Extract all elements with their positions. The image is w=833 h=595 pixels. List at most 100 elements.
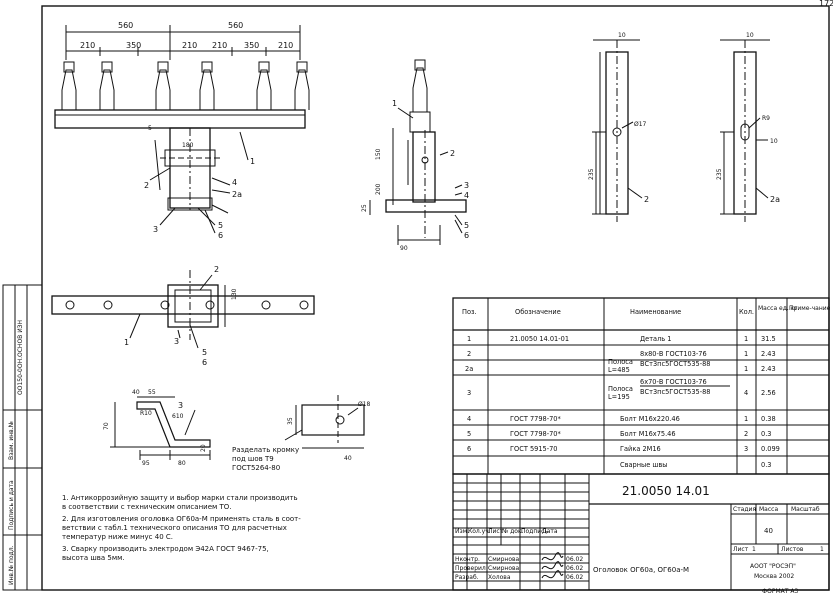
dim-560-a: 560 [118, 21, 133, 30]
tb-header-izm: Изм. [455, 528, 469, 535]
svg-text:3: 3 [744, 445, 748, 453]
svg-text:температур ниже минус 40 С.: температур ниже минус 40 С. [62, 533, 173, 541]
svg-text:1. Антикоррозийную защиту и в: 1. Антикоррозийную защиту и выбор марки … [62, 494, 298, 502]
format-label: ФОРМАТ А3 [762, 588, 798, 595]
signature-3 [541, 570, 564, 579]
svg-text:5: 5 [467, 430, 471, 438]
svg-text:3. Сварку производить электро: 3. Сварку производить электродом Э42А ГО… [62, 545, 269, 553]
svg-text:2.43: 2.43 [761, 350, 776, 358]
strip-label-replace: Взам. инв.№ [8, 421, 15, 460]
svg-text:06.02: 06.02 [566, 556, 583, 563]
stage-label: Стадия [733, 506, 756, 513]
plan-view [51, 270, 315, 349]
side-callout-4: 4 [464, 191, 469, 200]
part3-note-3: ГОСТ5264-80 [232, 464, 280, 472]
svg-text:4: 4 [467, 415, 471, 423]
table-row: Сварные швы 0.3 [620, 461, 772, 469]
signature-2 [541, 561, 564, 570]
plan-callout-2: 2 [214, 265, 219, 274]
svg-text:2. Для изготовления оголовка: 2. Для изготовления оголовка ОГ60а-М при… [62, 515, 301, 523]
tb-header-doc: № док. [502, 528, 524, 535]
plate2-callout: 2 [644, 195, 649, 204]
svg-text:в соответствии с техническим о: в соответствии с техническим описанием Т… [62, 503, 232, 511]
plate-views [592, 39, 770, 222]
dim-210-c: 210 [212, 41, 227, 50]
th-designation: Обозначение [515, 308, 561, 316]
spec-table [452, 297, 830, 475]
svg-text:ветствии с табл.1 технического: ветствии с табл.1 технического описания … [62, 524, 287, 532]
svg-text:06.02: 06.02 [566, 574, 583, 581]
svg-text:Холова: Холова [488, 574, 511, 581]
plate2a-dim-10: 10 [746, 32, 754, 39]
left-strip: Инв.№ подл. Подпись и дата Взам. инв.№ О… [2, 284, 43, 591]
general-notes: 1. Антикоррозийную защиту и выбор марки … [62, 494, 301, 562]
scale-label: Масштаб [791, 506, 820, 513]
svg-text:6: 6 [467, 445, 471, 453]
callout-2a: 2а [232, 190, 242, 199]
side-callout-3: 3 [464, 181, 469, 190]
table-row: 5 ГОСТ 7798-70* Болт М16х75.46 2 0.3 [467, 430, 772, 438]
drawing-title: Оголовок ОГ60а, ОГ60а-М [593, 566, 689, 574]
plate2a-dim-r9: R9 [762, 115, 770, 122]
plate2-dim-235: 235 [588, 168, 595, 180]
plate2-dim-d17: Ø17 [634, 121, 647, 128]
svg-text:Сварные швы: Сварные швы [620, 461, 668, 469]
page-number: 172 [819, 0, 833, 8]
side-callout-5: 5 [464, 221, 469, 230]
svg-text:Нконтр.: Нконтр. [455, 556, 480, 563]
org-line-1: АООТ "РОСЭП" [750, 563, 796, 570]
svg-text:1: 1 [467, 335, 471, 343]
th-qty: Кол. [739, 308, 754, 316]
side-view [369, 59, 467, 245]
dim-210-b: 210 [182, 41, 197, 50]
front-view [54, 25, 310, 234]
svg-text:2.56: 2.56 [761, 389, 776, 397]
part3-dim-70: 70 [103, 422, 110, 430]
th-name: Наименование [630, 308, 681, 316]
group2-length: L=195 [608, 393, 630, 401]
svg-text:06.02: 06.02 [566, 565, 583, 572]
svg-text:высота шва 5мм.: высота шва 5мм. [62, 554, 125, 562]
group1-line1: 8х80-В ГОСТ103-76 [640, 350, 707, 358]
svg-text:2: 2 [467, 350, 471, 358]
svg-text:1: 1 [744, 335, 748, 343]
mass-label: Масса [759, 506, 778, 513]
svg-text:Разраб.: Разраб. [455, 574, 479, 581]
sheets-value: 1 [820, 546, 824, 553]
svg-text:Проверил: Проверил [455, 565, 486, 572]
dim-5: 5 [148, 125, 152, 132]
part3-view [110, 395, 365, 460]
svg-text:2: 2 [744, 430, 748, 438]
th-note: Приме-чание [789, 305, 831, 312]
dim-350-a: 350 [126, 41, 141, 50]
table-row: 6 ГОСТ 5915-70 Гайка 2М16 3 0.099 [467, 445, 780, 453]
plate2a-dim-10b: 10 [770, 138, 778, 145]
side-callout-6: 6 [464, 231, 469, 240]
strip-code: ОО150-0ОН.ОСНОВ ИЗН [17, 320, 24, 395]
dim-350-b: 350 [244, 41, 259, 50]
dim-210-a: 210 [80, 41, 95, 50]
plate-dim-40: 40 [344, 455, 352, 462]
table-row: 2 1 2.43 [467, 350, 776, 358]
side-dim-90: 90 [400, 245, 408, 252]
part3-note-2: под шов Т9 [232, 455, 274, 463]
dim-560-b: 560 [228, 21, 243, 30]
callout-2: 2 [144, 181, 149, 190]
group1-length: L=485 [608, 366, 630, 374]
svg-text:4: 4 [744, 389, 748, 397]
sheet-value: 1 [752, 546, 756, 553]
callout-5: 5 [218, 221, 223, 230]
side-dim-25: 25 [361, 204, 368, 212]
tb-header-list: Лист [488, 528, 504, 535]
org-line-2: Москва 2002 [754, 573, 794, 580]
signature-1 [541, 552, 564, 561]
tb-role-row: Проверил Смирнова 06.02 [455, 565, 583, 572]
side-dim-150: 150 [375, 148, 382, 160]
svg-text:Болт М16х220.46: Болт М16х220.46 [620, 415, 680, 423]
side-dim-200: 200 [375, 183, 382, 195]
svg-text:0.3: 0.3 [761, 430, 772, 438]
group2-line2: ВСт3пс5ГОСТ535-88 [640, 388, 711, 396]
group1-line2: ВСт3пс5ГОСТ535-88 [640, 360, 711, 368]
table-row: 3 4 2.56 [467, 389, 776, 397]
